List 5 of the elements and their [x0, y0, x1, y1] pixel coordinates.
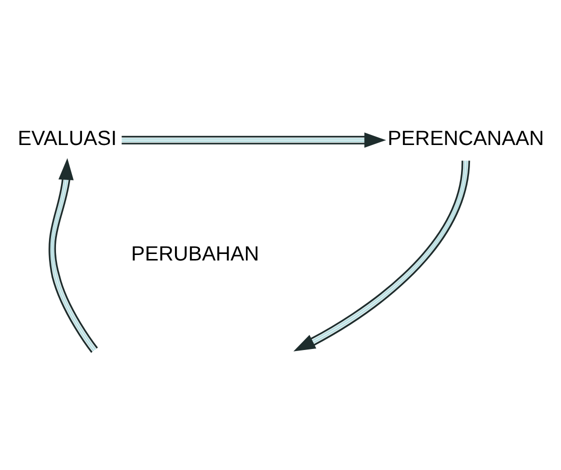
- node-text: EVALUASI: [18, 126, 117, 150]
- arrow: [293, 160, 470, 351]
- node-text: PERENCANAAN: [388, 126, 544, 150]
- arrow: [122, 132, 386, 148]
- label: PERUBAHAN: [131, 242, 260, 266]
